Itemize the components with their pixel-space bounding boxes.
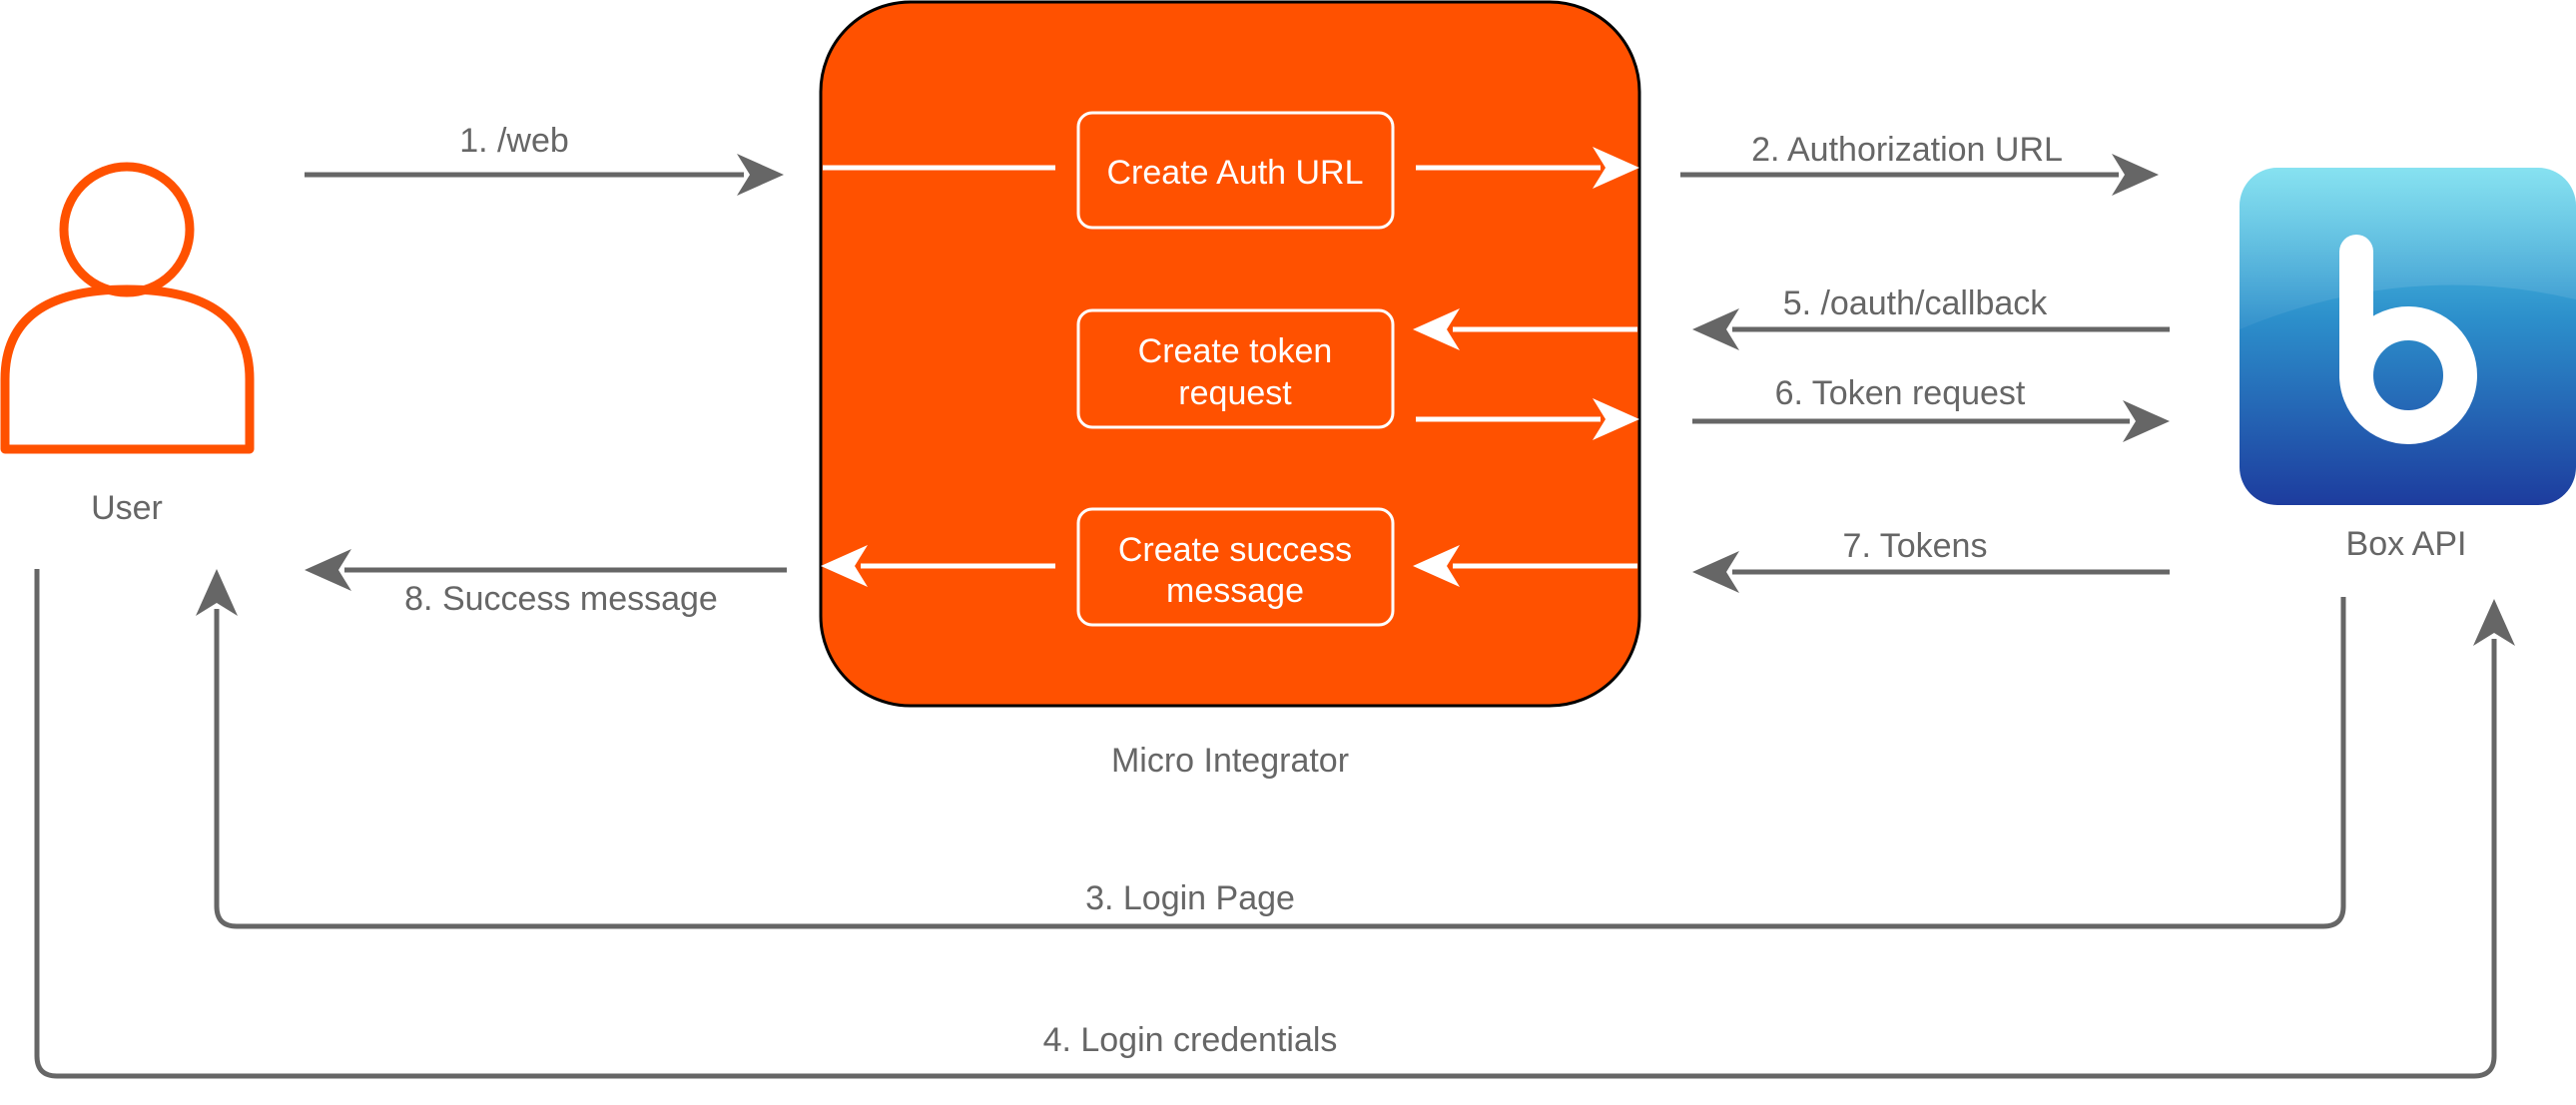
create-auth-url-step (1076, 111, 1395, 230)
edge-oauth-callback: 5. /oauth/callback (1692, 284, 2170, 350)
user-label: User (91, 489, 163, 527)
edge-login-page-label: 3. Login Page (1085, 879, 1295, 917)
edge-authorization-url-label: 2. Authorization URL (1751, 131, 2063, 169)
edge-token-request: 6. Token request (1692, 374, 2170, 442)
create-auth-url-label: Create Auth URL (1106, 154, 1363, 192)
inner-arrowhead-token-request (1593, 398, 1639, 440)
edge-token-request-label: 6. Token request (1775, 374, 2026, 412)
user-node: User (0, 162, 255, 527)
edge-success-message: 8. Success message (305, 549, 787, 618)
box-logo-icon (2240, 168, 2576, 505)
create-success-message-label-line1: Create success (1118, 531, 1352, 569)
micro-integrator-node: Create Auth URL Create token request Cre… (819, 0, 1641, 780)
create-success-message-label-line2: message (1166, 572, 1304, 610)
inner-arrowhead-success (821, 545, 868, 587)
edge-tokens: 7. Tokens (1692, 527, 2170, 593)
user-icon (0, 162, 255, 454)
edge-success-message-label: 8. Success message (404, 580, 718, 618)
inner-arrowhead-tokens (1413, 545, 1460, 587)
create-token-request-step (1076, 308, 1395, 429)
create-success-message-step (1076, 507, 1395, 627)
edge-login-credentials: 4. Login credentials (34, 569, 2515, 1079)
box-api-label: Box API (2346, 525, 2467, 563)
inner-arrowhead-callback (1413, 308, 1460, 350)
edge-login-page: 3. Login Page (196, 569, 2346, 929)
edge-authorization-url: 2. Authorization URL (1680, 131, 2159, 196)
create-token-request-label-line2: request (1178, 374, 1292, 412)
edge-oauth-callback-label: 5. /oauth/callback (1783, 284, 2049, 322)
micro-integrator-label: Micro Integrator (1111, 742, 1349, 780)
micro-integrator-box (819, 0, 1641, 708)
edge-web: 1. /web (305, 122, 784, 196)
edge-login-credentials-label: 4. Login credentials (1043, 1021, 1338, 1059)
create-token-request-label-line1: Create token (1138, 332, 1333, 370)
inner-arrowhead-auth-url (1593, 147, 1639, 189)
edge-web-label: 1. /web (459, 122, 569, 160)
box-api-node: Box API (2240, 168, 2576, 563)
edge-tokens-label: 7. Tokens (1843, 527, 1988, 565)
